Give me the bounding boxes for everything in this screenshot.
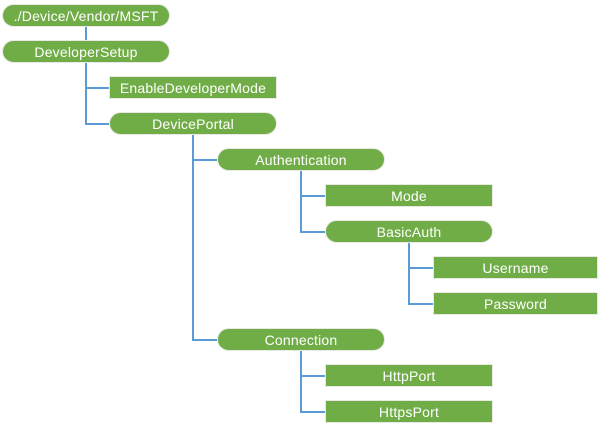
connector-msft-developersetup	[85, 27, 87, 40]
node-username: Username	[433, 256, 598, 279]
node-device-portal: DevicePortal	[109, 112, 277, 135]
node-developer-setup: DeveloperSetup	[2, 40, 170, 63]
connector-deviceportal-branch	[85, 122, 109, 125]
connector-connection-branch	[192, 338, 217, 341]
connector-password-branch	[408, 302, 433, 305]
connector-enabledevelopermode-branch	[85, 86, 109, 89]
connector-deviceportal-stem	[192, 135, 194, 340]
node-http-port: HttpPort	[325, 364, 493, 387]
node-mode: Mode	[325, 184, 493, 207]
node-authentication: Authentication	[217, 148, 385, 171]
connector-developersetup-stem	[85, 63, 87, 124]
node-device-vendor-msft: ./Device/Vendor/MSFT	[2, 4, 170, 27]
connector-httpport-branch	[300, 374, 325, 377]
connector-connection-stem	[300, 351, 302, 412]
connector-authentication-stem	[300, 171, 302, 232]
connector-httpsport-branch	[300, 410, 325, 413]
node-password: Password	[433, 292, 598, 315]
connector-basicauth-stem	[408, 243, 410, 304]
node-connection: Connection	[217, 328, 385, 351]
node-https-port: HttpsPort	[325, 400, 493, 423]
connector-basicauth-branch	[300, 230, 325, 233]
connector-mode-branch	[300, 194, 325, 197]
node-basic-auth: BasicAuth	[325, 220, 493, 243]
connector-username-branch	[408, 266, 433, 269]
connector-authentication-branch	[192, 158, 217, 161]
node-enable-developer-mode: EnableDeveloperMode	[109, 76, 277, 99]
